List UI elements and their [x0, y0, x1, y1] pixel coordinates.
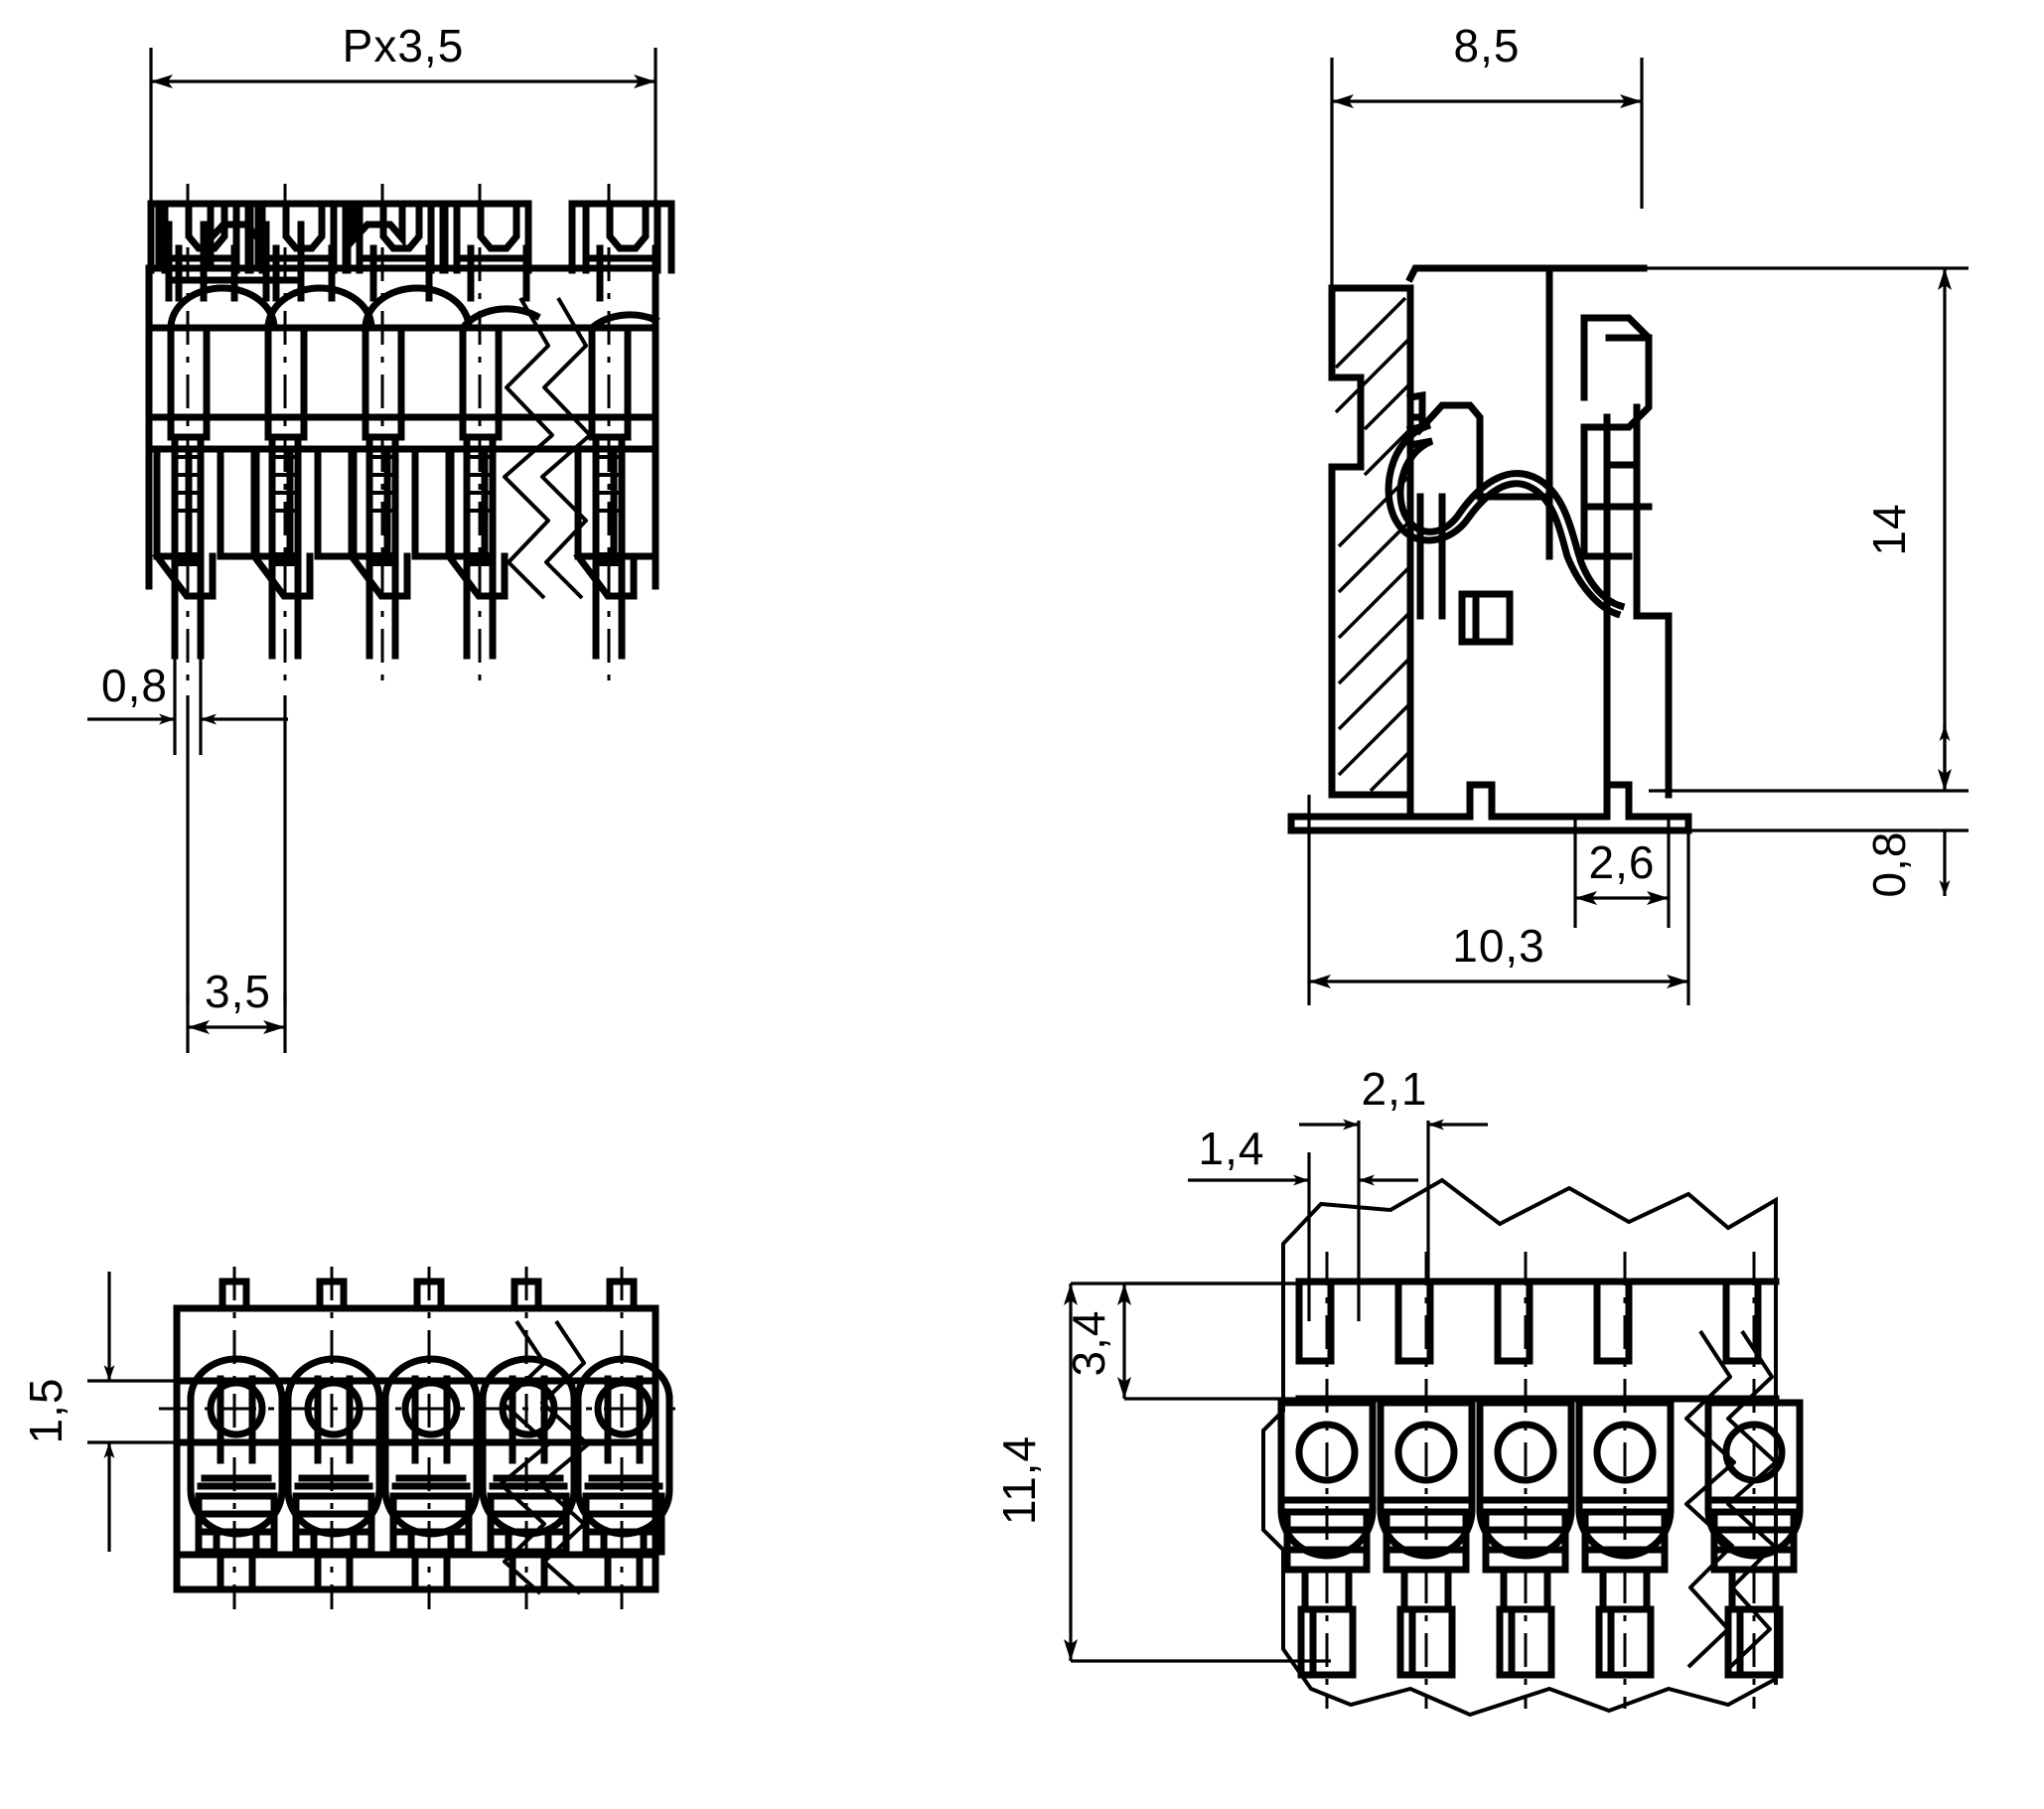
side-view-dim-14 — [1549, 266, 1969, 793]
bottom-view-break-line — [499, 1319, 590, 1595]
front-view-break-line — [503, 296, 592, 600]
side-view-base-and-pins — [1287, 781, 1692, 834]
bottom-view-centerlines — [159, 1267, 675, 1609]
dim-label-8-5: 8,5 — [1454, 20, 1521, 72]
dim-label-0-8-front: 0,8 — [101, 660, 168, 711]
pcb-view-dim-1-4 — [1188, 1152, 1418, 1321]
bottom-view — [87, 1267, 675, 1609]
pcb-view-break-line — [1684, 1329, 1778, 1669]
pcb-top-pads — [1295, 1278, 1780, 1403]
side-view-dim-10-3 — [1307, 795, 1690, 1005]
dim-label-3-5: 3,5 — [205, 966, 271, 1017]
side-view-spring-wire — [1385, 421, 1626, 619]
front-view-centerlines — [186, 184, 611, 685]
side-view-housing — [1328, 284, 1414, 799]
front-view — [87, 48, 675, 1053]
side-view-dim-2-6 — [1573, 817, 1671, 928]
dim-label-2-6: 2,6 — [1589, 836, 1656, 888]
front-view-pole-tops — [147, 200, 675, 302]
dim-label-1-5: 1,5 — [20, 1378, 72, 1444]
dimension-labels: Px3,5 0,8 3,5 8,5 14 0,8 2,6 10,3 1,5 1,… — [20, 20, 1915, 1525]
pcb-outline — [1261, 1177, 1778, 1718]
side-view-dim-8-5 — [1330, 58, 1644, 288]
pcb-view-centerlines — [1325, 1252, 1756, 1709]
side-view-right-rail — [1603, 403, 1673, 799]
front-view-pins — [171, 433, 626, 660]
pcb-view-dim-11-4 — [1064, 1281, 1331, 1663]
dim-label-11-4: 11,4 — [993, 1435, 1045, 1525]
dim-label-0-8-side: 0,8 — [1863, 831, 1915, 898]
bottom-view-dim-1-5 — [87, 1272, 179, 1552]
side-view-dim-0-8 — [1688, 725, 1969, 896]
front-view-body — [145, 200, 675, 660]
dim-label-px35: Px3,5 — [343, 20, 465, 72]
dim-label-3-4: 3,4 — [1063, 1310, 1114, 1377]
section-hatching — [1334, 296, 1410, 793]
dim-label-1-4: 1,4 — [1199, 1123, 1265, 1174]
front-view-shoulders — [153, 445, 659, 560]
side-section-view — [1287, 58, 1969, 1005]
front-view-internal-walls — [145, 324, 659, 453]
dim-label-10-3: 10,3 — [1452, 920, 1545, 972]
pcb-layout-view — [1064, 1119, 1804, 1718]
side-view-square-window — [1458, 590, 1514, 646]
pcb-pole-cells — [1277, 1399, 1804, 1679]
dim-label-14: 14 — [1863, 503, 1915, 555]
front-view-dim-0-8 — [87, 616, 288, 755]
front-view-dim-3-5 — [186, 695, 287, 1053]
dim-label-2-1: 2,1 — [1362, 1063, 1428, 1115]
front-view-arches — [167, 284, 660, 333]
